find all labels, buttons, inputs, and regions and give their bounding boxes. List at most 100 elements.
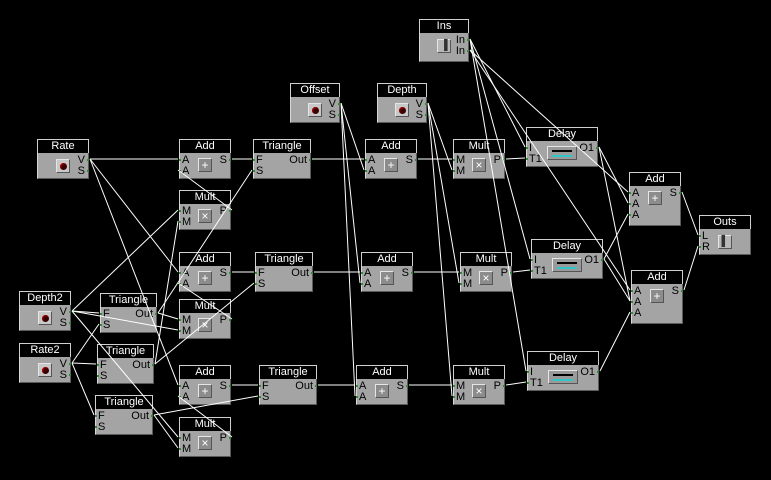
wire[interactable] <box>427 102 453 171</box>
output-port[interactable]: S <box>77 165 90 177</box>
input-port[interactable]: A <box>178 154 190 166</box>
wire[interactable] <box>505 157 526 160</box>
input-port[interactable]: I <box>526 366 534 378</box>
wire[interactable] <box>71 362 95 416</box>
input-port[interactable]: F <box>255 267 265 279</box>
input-port[interactable]: S <box>96 370 108 382</box>
input-port[interactable]: A <box>178 278 190 290</box>
output-port[interactable]: P <box>219 314 232 326</box>
wire[interactable] <box>340 102 356 397</box>
input-port[interactable]: M <box>178 443 192 455</box>
output-port[interactable]: Out <box>289 154 311 166</box>
input-port[interactable]: A <box>630 285 642 297</box>
input-port[interactable]: A <box>178 391 190 403</box>
input-port[interactable]: F <box>253 154 263 166</box>
output-port[interactable]: P <box>500 267 513 279</box>
input-port[interactable]: S <box>254 278 266 290</box>
input-port[interactable]: A <box>360 278 372 290</box>
wire[interactable] <box>598 146 631 302</box>
output-port[interactable]: S <box>59 369 72 381</box>
output-port[interactable]: P <box>493 380 506 392</box>
wire[interactable] <box>153 414 179 449</box>
wire[interactable] <box>427 102 453 397</box>
output-port[interactable]: S <box>401 267 414 279</box>
wire[interactable] <box>598 146 629 204</box>
input-port[interactable]: L <box>698 230 709 242</box>
wire[interactable] <box>603 258 631 302</box>
wire[interactable] <box>603 213 629 260</box>
wire[interactable] <box>340 102 365 171</box>
input-port[interactable]: M <box>452 391 466 403</box>
input-port[interactable]: M <box>452 380 466 392</box>
output-port[interactable]: Out <box>295 380 317 392</box>
output-port[interactable]: S <box>405 154 418 166</box>
output-port[interactable]: P <box>493 154 506 166</box>
wire[interactable] <box>157 312 179 320</box>
output-port[interactable]: P <box>219 205 232 217</box>
input-port[interactable]: A <box>364 165 376 177</box>
input-port[interactable]: A <box>355 391 367 403</box>
output-port[interactable]: P <box>219 432 232 444</box>
input-port[interactable]: T1 <box>527 377 543 389</box>
output-port[interactable]: S <box>328 109 341 121</box>
input-port[interactable]: A <box>355 380 367 392</box>
output-port[interactable]: Out <box>135 308 157 320</box>
wire[interactable] <box>71 362 97 365</box>
output-port[interactable]: V <box>328 98 341 110</box>
input-port[interactable]: T1 <box>531 265 547 277</box>
wire[interactable] <box>512 269 531 273</box>
output-port[interactable]: S <box>219 380 232 392</box>
input-port[interactable]: M <box>459 278 473 290</box>
output-port[interactable]: S <box>219 267 232 279</box>
input-port[interactable]: M <box>178 325 192 337</box>
output-port[interactable]: S <box>671 285 684 297</box>
output-port[interactable]: S <box>59 317 72 329</box>
output-port[interactable]: V <box>59 358 72 370</box>
wire[interactable] <box>469 38 526 148</box>
wire[interactable] <box>340 102 361 284</box>
wire[interactable] <box>154 220 179 365</box>
input-port[interactable]: S <box>94 421 106 433</box>
wire[interactable] <box>683 245 699 291</box>
output-port[interactable]: O1 <box>580 366 599 378</box>
input-port[interactable]: A <box>364 154 376 166</box>
wire[interactable] <box>599 311 631 372</box>
output-port[interactable]: S <box>415 109 428 121</box>
output-port[interactable]: V <box>59 306 72 318</box>
input-port[interactable]: S <box>99 319 111 331</box>
output-port[interactable]: S <box>669 187 682 199</box>
input-port[interactable]: F <box>259 380 269 392</box>
input-port[interactable]: M <box>452 165 466 177</box>
output-port[interactable]: V <box>77 154 90 166</box>
wire[interactable] <box>505 381 527 386</box>
input-port[interactable]: T1 <box>526 153 542 165</box>
input-port[interactable]: M <box>178 216 192 228</box>
wire[interactable] <box>71 323 100 364</box>
output-port[interactable]: In <box>455 34 470 46</box>
wire[interactable] <box>469 38 527 372</box>
output-port[interactable]: O1 <box>584 254 603 266</box>
